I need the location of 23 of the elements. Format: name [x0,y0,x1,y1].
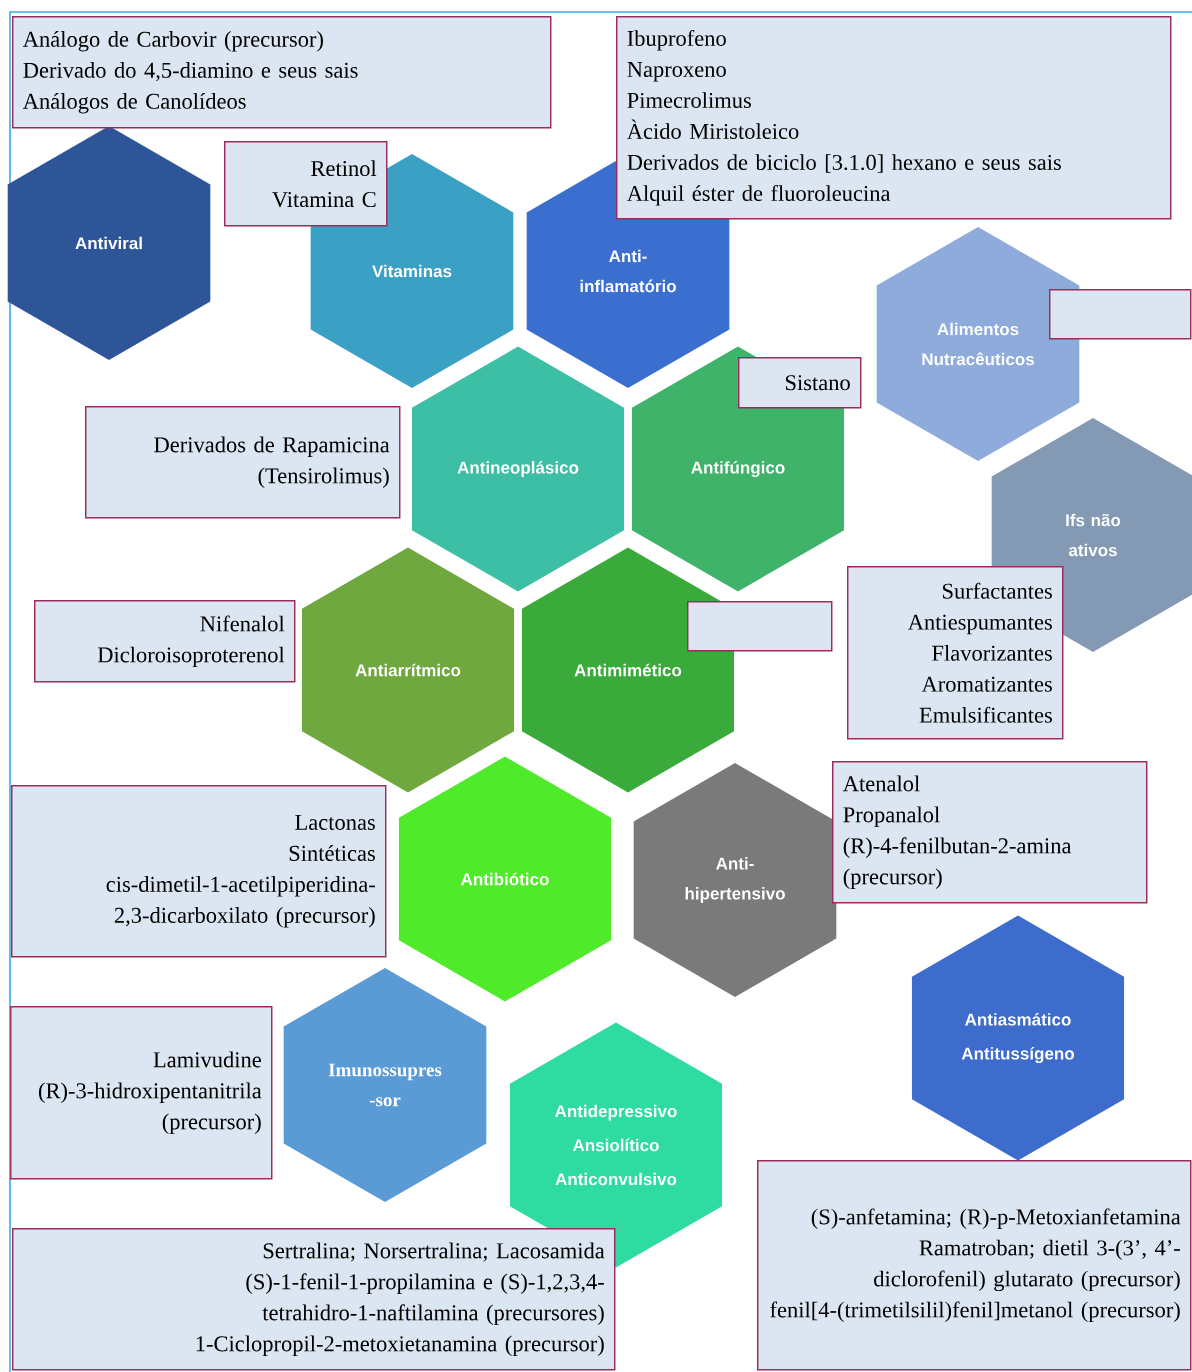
hexagon: Alimentos Nutracêuticos [876,227,1080,461]
text-box [687,601,833,652]
hexagon: Antiviral [7,126,211,360]
text-box: Sistano [738,357,862,409]
text-box: Lactonas Sintéticas cis-dimetil-1-acetilpiperidina-2,3-dicarboxilato (precursor) [11,785,387,958]
hexagon: Anti-hipertensivo [633,763,837,997]
hexagon: Antiarrítmico [301,547,515,793]
text-box [1049,289,1192,340]
hexagon: Antibiótico [398,756,612,1002]
text-box: Retinol Vitamina C [224,141,388,227]
text-box: (S)-anfetamina; (R)-p-Metoxianfetamina Ramatroban; dietil 3-(3’, 4’-diclorofenil) glutarato (precursor) fenil[4-(trimetilsilil)fenil]metanol (precursor) [757,1160,1192,1371]
text-box: Nifenalol Dicloroisoproterenol [34,600,296,683]
text-box: Derivados de Rapamicina (Tensirolimus) [85,406,401,519]
text-box: Surfactantes Antiespumantes Flavorizantes Aromatizantes Emulsificantes [847,566,1064,740]
hexagon: Antiasmático Antitussígeno [911,915,1125,1161]
text-box: Atenalol Propanalol (R)-4-fenilbutan-2-amina (precursor) [832,761,1148,904]
hexagon: Antineoplásico [411,346,625,592]
hexagon: Imunossupres -sor [283,968,487,1202]
text-box: Lamivudine (R)-3-hidroxipentanitrila (precursor) [10,1006,273,1180]
text-box: Sertralina; Norsertralina; Lacosamida (S)-1-fenil-1-propilamina e (S)-1,2,3,4-tetrahidro-1-naftilamina (precursores) 1-Ciclopropil-2-metoxietanamina (precursor) [12,1228,616,1371]
text-box: Ibuprofeno Naproxeno Pimecrolimus Àcido Miristoleico Derivados de biciclo [3.1.0] hexano e seus sais Alquil éster de fluoroleucina [616,16,1172,220]
hexagon: Antimimético [521,547,735,793]
text-box: Análogo de Carbovir (precursor) Derivado do 4,5-diamino e seus sais Análogos de Canolídeos [12,16,552,129]
